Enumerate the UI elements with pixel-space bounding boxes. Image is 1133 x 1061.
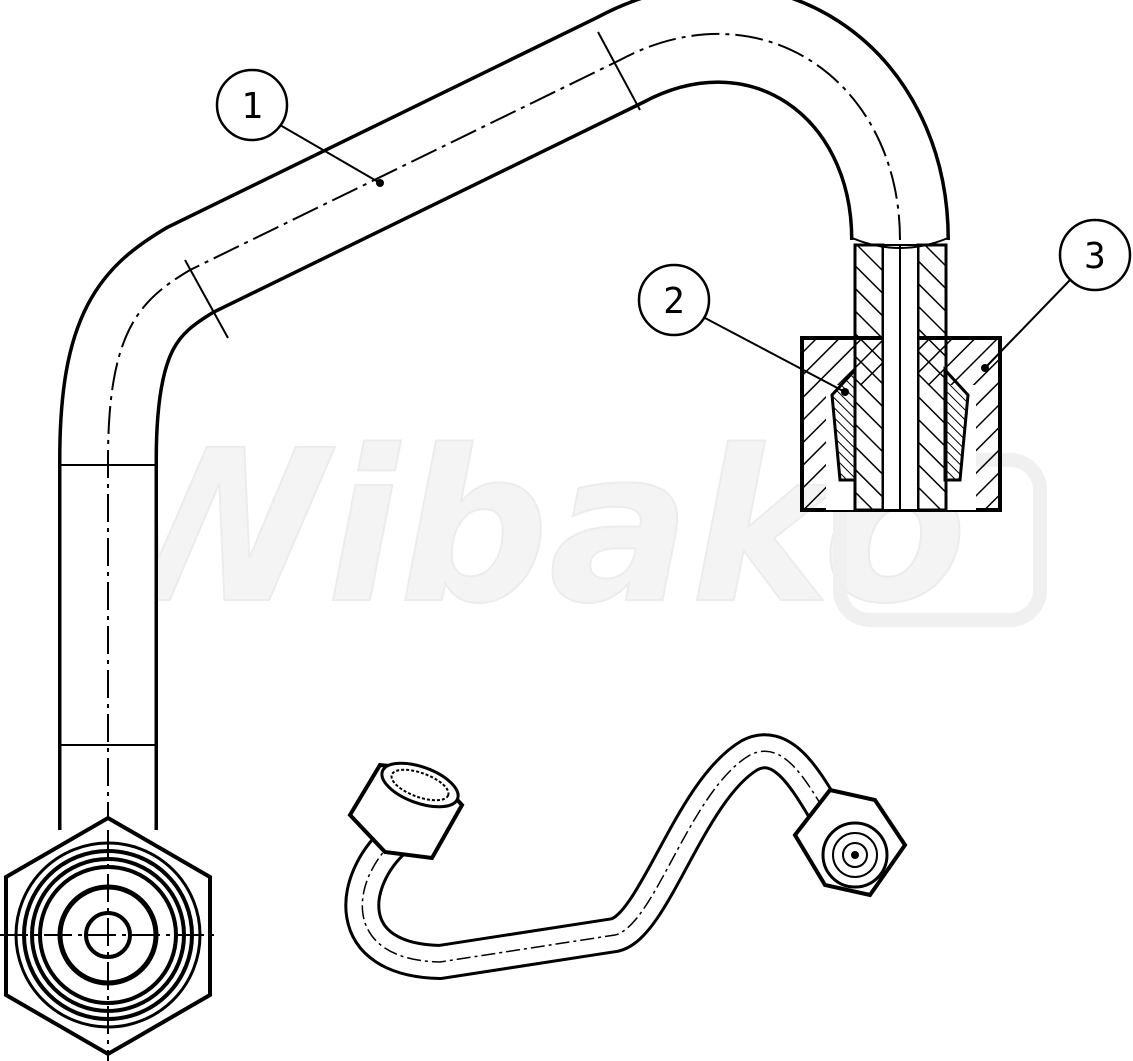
- callout-label-3: 3: [1084, 236, 1106, 277]
- pipe-isometric-view: [344, 733, 908, 981]
- callout-3: 3: [981, 218, 1132, 372]
- section-view-fitting: [800, 237, 1002, 512]
- callout-2: 2: [637, 263, 849, 396]
- isometric-nut-right: [792, 787, 908, 898]
- pipe-part-1: [58, 0, 950, 830]
- isometric-nut-left: [347, 761, 465, 861]
- callout-label-2: 2: [663, 281, 685, 322]
- callout-label-1: 1: [241, 86, 263, 127]
- hex-nut-end-view: [0, 815, 216, 1061]
- callout-1: 1: [215, 68, 384, 187]
